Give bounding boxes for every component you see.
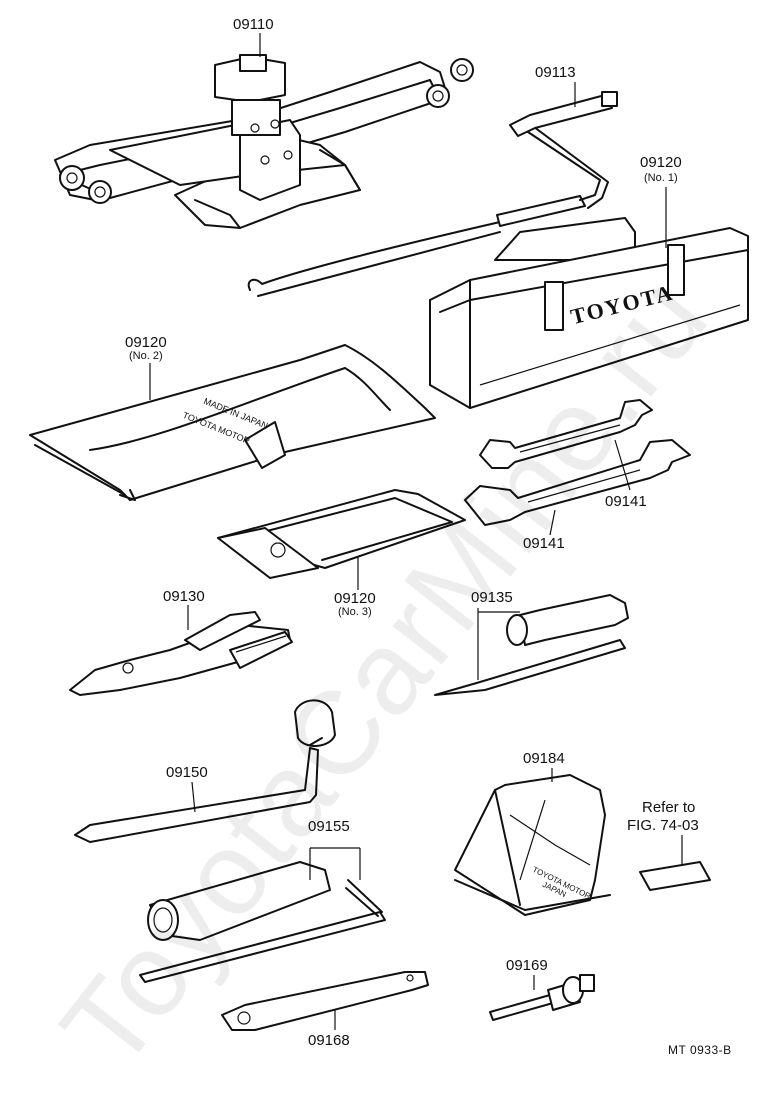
reference-line2: FIG. 74-03 (627, 817, 699, 834)
jack-handle-drawing (247, 91, 618, 297)
screwdriver-drawing (434, 594, 629, 696)
scissor-jack-drawing (54, 54, 474, 229)
wrench-upper-drawing (479, 399, 653, 469)
label-jack-handle: 09113 (535, 64, 576, 81)
label-ratchet: 09168 (308, 1032, 350, 1049)
label-tool-bag-no1: 09120 (640, 154, 682, 171)
wheel-nut-wrench-drawing (74, 699, 336, 843)
tool-bag-no1-drawing (429, 217, 749, 409)
tool-bag-no2-drawing (29, 344, 436, 501)
figure-code: MT 0933-B (668, 1043, 732, 1057)
spark-plug-wrench-drawing (139, 861, 386, 983)
tool-bag-no3-drawing (217, 489, 466, 579)
ratchet-drawing (221, 971, 429, 1031)
label-jack: 09110 (233, 16, 274, 33)
label-chock: 09184 (523, 750, 565, 767)
label-wrench-upper: 09141 (605, 493, 647, 510)
wrench-lower-drawing (464, 439, 691, 526)
chock-drawing (454, 774, 611, 916)
note-tool-bag-no1: (No. 1) (644, 172, 678, 184)
label-screwdriver: 09135 (471, 589, 513, 606)
reference-line1: Refer to (642, 799, 696, 816)
note-tool-bag-no2: (No. 2) (129, 350, 163, 362)
label-spark-plug-wrench: 09155 (308, 818, 350, 835)
note-tool-bag-no3: (No. 3) (338, 606, 372, 618)
label-wrench-lower: 09141 (523, 535, 565, 552)
label-tool-bag-no3: 09120 (334, 590, 376, 607)
fig-reference-card (639, 861, 711, 891)
pliers-drawing (69, 611, 293, 696)
label-tool-bag-no2: 09120 (125, 334, 167, 351)
driver-tip-drawing (489, 974, 595, 1021)
label-driver-tip: 09169 (506, 957, 548, 974)
label-wheel-nut-wrench: 09150 (166, 764, 208, 781)
label-pliers: 09130 (163, 588, 205, 605)
